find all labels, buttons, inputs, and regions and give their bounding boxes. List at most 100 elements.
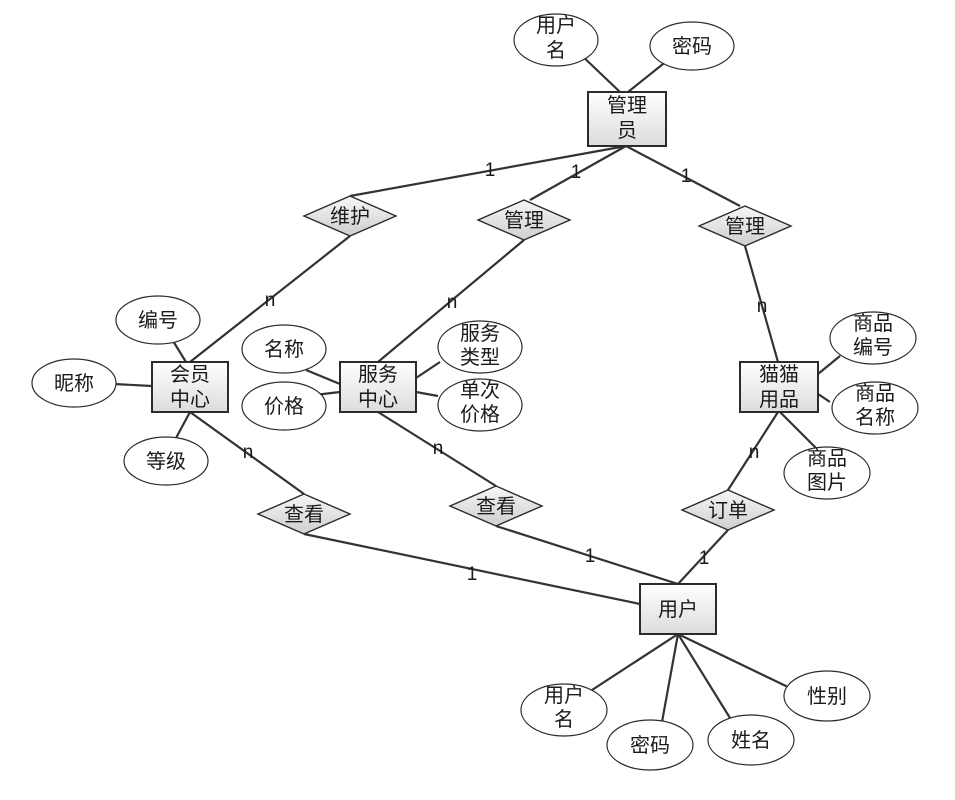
entity-user: 用户 bbox=[639, 583, 717, 635]
entity-member-center-line-1: 会员 bbox=[170, 362, 210, 386]
card-manage-supplies-goods: n bbox=[757, 296, 768, 317]
attr-service-price-line-1: 价格 bbox=[264, 394, 304, 418]
edge-member-nickname bbox=[113, 382, 153, 388]
attr-user-username-line-2: 名 bbox=[554, 707, 574, 731]
card-admin-maintain: 1 bbox=[485, 160, 496, 181]
attr-goods-name-line-2: 名称 bbox=[855, 405, 895, 429]
edge-goods-name bbox=[817, 393, 831, 403]
attr-user-name: 姓名 bbox=[707, 714, 795, 766]
edge-admin-manage-service bbox=[529, 145, 627, 201]
entity-cat-supplies: 猫猫 用品 bbox=[739, 361, 819, 413]
relationship-manage-supplies: 管理 bbox=[697, 205, 793, 247]
edge-manage-service-center bbox=[377, 239, 525, 363]
edge-view-member-user bbox=[303, 532, 641, 606]
entity-member-center-line-2: 中心 bbox=[170, 387, 210, 411]
edge-maintain-member bbox=[189, 235, 351, 363]
attr-service-name: 名称 bbox=[241, 324, 327, 374]
entity-admin: 管理 员 bbox=[587, 91, 667, 147]
entity-service-center-line-1: 服务 bbox=[358, 362, 398, 386]
card-maintain-member: n bbox=[265, 290, 276, 311]
card-view-service-user: 1 bbox=[585, 546, 596, 567]
attr-user-gender: 性别 bbox=[783, 670, 871, 722]
attr-service-unit-price-line-2: 价格 bbox=[460, 402, 500, 426]
attr-admin-username-line-1: 用户 bbox=[536, 13, 576, 37]
relationship-manage-service-label: 管理 bbox=[504, 208, 544, 232]
attr-goods-image-line-1: 商品 bbox=[807, 446, 847, 470]
attr-service-type-line-1: 服务 bbox=[460, 321, 500, 345]
edge-user-name bbox=[677, 633, 731, 719]
attr-service-unit-price: 单次 价格 bbox=[437, 378, 523, 432]
attr-admin-username-line-2: 名 bbox=[546, 38, 566, 62]
attr-service-type: 服务 类型 bbox=[437, 320, 523, 374]
entity-admin-line-1: 管理 bbox=[607, 93, 647, 117]
attr-goods-name-line-1: 商品 bbox=[855, 381, 895, 405]
entity-service-center: 服务 中心 bbox=[339, 361, 417, 413]
relationship-maintain-label: 维护 bbox=[330, 204, 370, 228]
edge-service-type bbox=[415, 361, 441, 379]
edge-member-view bbox=[189, 411, 305, 495]
relationship-maintain: 维护 bbox=[302, 195, 398, 237]
edge-user-gender bbox=[677, 633, 791, 689]
relationship-view-service-label: 查看 bbox=[476, 494, 516, 518]
edge-goods-image bbox=[779, 411, 821, 453]
edge-admin-password bbox=[627, 59, 669, 93]
attr-member-nickname: 昵称 bbox=[31, 358, 117, 408]
entity-service-center-line-2: 中心 bbox=[358, 387, 398, 411]
cardinalities: 1 1 1 n n n n n n 1 1 1 bbox=[243, 160, 768, 585]
attr-member-level: 等级 bbox=[123, 436, 209, 486]
entity-cat-supplies-line-2: 用品 bbox=[759, 387, 799, 411]
card-member-view: n bbox=[243, 442, 254, 463]
attr-goods-image-line-2: 图片 bbox=[807, 470, 847, 494]
edge-user-username bbox=[591, 633, 679, 691]
card-admin-manage-service: 1 bbox=[571, 162, 582, 183]
edge-service-name bbox=[305, 368, 341, 386]
attr-goods-id: 商品 编号 bbox=[829, 311, 917, 365]
relationship-view-member-label: 查看 bbox=[284, 502, 324, 526]
attr-service-type-line-2: 类型 bbox=[460, 345, 500, 369]
edge-service-view bbox=[377, 411, 497, 487]
edge-order-user bbox=[677, 529, 729, 585]
attr-member-nickname-line-1: 昵称 bbox=[54, 371, 94, 395]
attr-user-username: 用户 名 bbox=[520, 683, 608, 737]
edge-goods-order bbox=[727, 411, 779, 491]
attr-admin-password: 密码 bbox=[649, 21, 735, 71]
attr-user-name-line-1: 姓名 bbox=[731, 728, 771, 752]
entity-admin-line-2: 员 bbox=[617, 118, 637, 142]
attr-member-id-line-1: 编号 bbox=[138, 308, 178, 332]
attr-member-id: 编号 bbox=[115, 295, 201, 345]
edge-goods-id bbox=[817, 355, 841, 375]
relationship-order: 订单 bbox=[680, 489, 776, 531]
card-view-member-user: 1 bbox=[467, 564, 478, 585]
attr-user-password-line-1: 密码 bbox=[630, 733, 670, 757]
attr-member-level-line-1: 等级 bbox=[146, 449, 186, 473]
entity-cat-supplies-line-1: 猫猫 bbox=[759, 362, 799, 386]
attr-service-unit-price-line-1: 单次 bbox=[460, 378, 500, 402]
edges bbox=[113, 51, 841, 723]
edge-manage-supplies-goods bbox=[743, 245, 780, 363]
card-admin-manage-supplies: 1 bbox=[681, 166, 692, 187]
entity-user-line-1: 用户 bbox=[658, 597, 698, 621]
relationship-view-service: 查看 bbox=[448, 485, 544, 527]
attr-service-price: 价格 bbox=[241, 381, 327, 431]
attr-user-gender-line-1: 性别 bbox=[807, 684, 847, 708]
attr-admin-username: 用户 名 bbox=[513, 13, 599, 67]
entity-member-center: 会员 中心 bbox=[151, 361, 229, 413]
relationship-manage-service: 管理 bbox=[476, 199, 572, 241]
edge-service-unit-price bbox=[415, 390, 439, 398]
card-order-user: 1 bbox=[699, 548, 710, 569]
attr-user-username-line-1: 用户 bbox=[544, 683, 584, 707]
edge-view-service-user bbox=[495, 524, 679, 586]
attr-user-password: 密码 bbox=[606, 719, 694, 771]
attr-service-name-line-1: 名称 bbox=[264, 337, 304, 361]
card-manage-service-center: n bbox=[447, 292, 458, 313]
attr-goods-image: 商品 图片 bbox=[783, 446, 871, 500]
edge-user-password bbox=[660, 633, 680, 723]
card-supplies-order: n bbox=[749, 442, 760, 463]
edge-member-level bbox=[175, 411, 191, 439]
relationship-view-member: 查看 bbox=[256, 493, 352, 535]
edge-admin-maintain bbox=[349, 144, 627, 198]
attr-admin-password-line-1: 密码 bbox=[672, 34, 712, 58]
attr-goods-name: 商品 名称 bbox=[831, 381, 919, 435]
relationship-manage-supplies-label: 管理 bbox=[725, 214, 765, 238]
